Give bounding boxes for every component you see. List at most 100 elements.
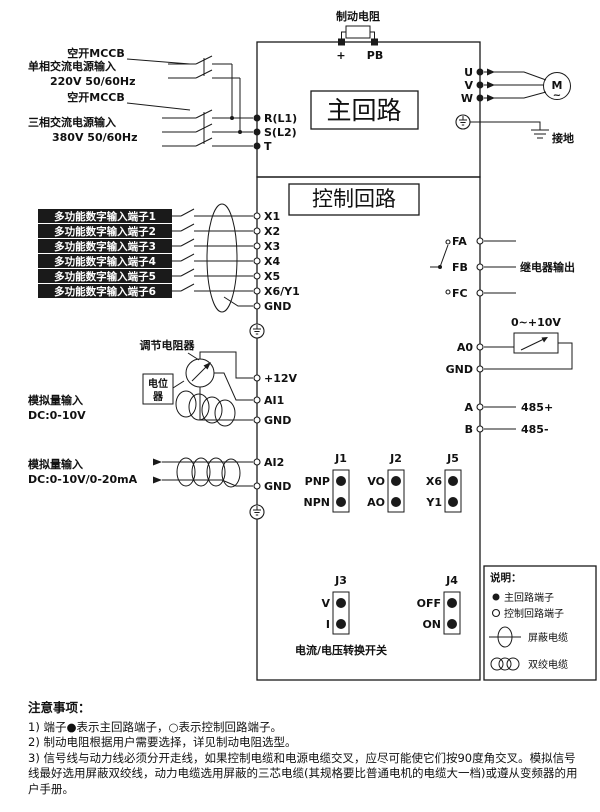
- terminal-fa-label: FA: [452, 235, 467, 248]
- analog-input-2: 模拟量输入 DC:0-10V/0-20mA AI2 GND: [28, 456, 291, 520]
- jumper-pin: [336, 598, 346, 608]
- terminal-x3: [253, 242, 261, 250]
- jumper-pin: [391, 497, 401, 507]
- jumper-j2-pin2-label: AO: [367, 496, 385, 509]
- terminal-plus: [338, 38, 345, 46]
- analog2-spec: DC:0-10V/0-20mA: [28, 473, 138, 486]
- terminal-x3-label: X3: [264, 240, 280, 253]
- jumper-j4-pin2-label: ON: [422, 618, 441, 631]
- jumper-j5: J5 X6 Y1: [425, 452, 462, 513]
- jumper-pin: [448, 497, 458, 507]
- control-circuit-box: 控制回路: [256, 176, 481, 681]
- digital-label-5: 多功能数字输入端子5: [54, 270, 156, 283]
- terminal-x5: [253, 272, 261, 280]
- mccb2-breaker-symbol: [162, 109, 253, 147]
- mccb2-label: 空开MCCB: [67, 90, 124, 104]
- terminal-r-label: R(L1): [264, 112, 297, 125]
- terminal-pb-label: PB: [367, 49, 383, 62]
- terminal-x2: [253, 227, 261, 235]
- analog-input-1: 调节电阻器 电位 器 模拟量输入 DC:0-10V +12V AI1 GND: [28, 338, 298, 427]
- legend-main-terminal: 主回路端子: [504, 591, 554, 604]
- terminal-x2-label: X2: [264, 225, 280, 238]
- control-circuit-title: 控制回路: [312, 187, 396, 211]
- terminal-12v: [253, 374, 261, 382]
- terminal-v: [476, 81, 484, 89]
- jumper-pin: [391, 476, 401, 486]
- terminal-plus-label: +: [336, 49, 345, 62]
- terminal-ai1: [253, 396, 261, 404]
- resistor-symbol: [345, 25, 371, 39]
- terminal-ai2-label: AI2: [264, 456, 284, 469]
- terminal-fc: [476, 289, 484, 297]
- jumper-j3-title: J3: [334, 574, 347, 587]
- jumper-j2-pin1-label: VO: [367, 475, 385, 488]
- switch-label: 电流/电压转换开关: [295, 643, 387, 657]
- notes: 注意事项： 1) 端子●表示主回路端子，○表示控制回路端子。 2) 制动电阻根据…: [28, 700, 580, 797]
- jumper-pin: [336, 619, 346, 629]
- jumper-j2: J2 VO AO: [367, 452, 405, 513]
- jumper-j3-pin1-label: V: [321, 597, 330, 610]
- supply2-spec: 380V 50/60Hz: [52, 131, 138, 144]
- control-terminal-icon: [491, 608, 501, 618]
- twisted-pair-icon: [506, 657, 520, 671]
- arrow-v-icon: [487, 81, 495, 89]
- terminal-w-label: W: [461, 92, 473, 105]
- twisted-pair-icon: [498, 657, 512, 671]
- note-3: 3) 信号线与动力线必须分开走线，如果控制电缆和电源电缆交叉，应尽可能使它们按9…: [28, 750, 578, 796]
- twisted-pair-icon: [206, 457, 226, 487]
- terminal-fa: [476, 237, 484, 245]
- terminal-a0: [476, 343, 484, 351]
- terminal-gnd4-label: GND: [446, 363, 473, 376]
- supply2-name: 三相交流电源输入: [28, 115, 116, 129]
- braking-resistor-label: 制动电阻: [336, 9, 380, 23]
- terminal-x6y1-label: X6/Y1: [264, 285, 300, 298]
- terminal-485a-label: A: [464, 401, 473, 414]
- digital-label-1: 多功能数字输入端子1: [54, 210, 156, 223]
- jumper-j4-title: J4: [445, 574, 458, 587]
- main-circuit-box: 主回路: [256, 41, 481, 178]
- braking-resistor: 制动电阻 + PB: [336, 9, 383, 62]
- notes-title: 注意事项：: [28, 700, 91, 715]
- twisted-pair-icon: [176, 457, 196, 487]
- motor-wave: ~: [553, 90, 561, 101]
- legend-shielded: 屏蔽电缆: [528, 631, 568, 644]
- relay-output-label: 继电器输出: [520, 260, 575, 274]
- relay-output: FA FB FC 继电器输出: [430, 235, 575, 300]
- terminal-12v-label: +12V: [264, 372, 298, 385]
- twisted-pair-icon: [175, 390, 197, 418]
- shielded-cable-icon: [206, 203, 238, 313]
- terminal-gnd3: [253, 482, 261, 490]
- terminal-x4-label: X4: [264, 255, 280, 268]
- terminal-485a: [476, 403, 484, 411]
- jumper-j5-pin2-label: Y1: [425, 496, 442, 509]
- motor-output: U V W M ~: [461, 66, 571, 105]
- supply1-spec: 220V 50/60Hz: [50, 75, 136, 88]
- analog-output-range: 0~+10V: [511, 316, 561, 329]
- main-circuit-title: 主回路: [326, 96, 401, 125]
- analog2-name: 模拟量输入: [28, 457, 83, 471]
- terminal-r: [253, 114, 261, 122]
- shielded-cable-icon: [497, 626, 513, 648]
- terminal-gnd4: [476, 365, 484, 373]
- regulator-label: 调节电阻器: [140, 338, 196, 352]
- arrow-u-icon: [487, 68, 495, 76]
- terminal-u: [476, 68, 484, 76]
- analog-output: 0~+10V A0 GND: [446, 316, 573, 376]
- ground-label: 接地: [552, 131, 574, 145]
- twisted-pair-icon: [490, 657, 504, 671]
- terminal-pb: [371, 38, 378, 46]
- terminal-gnd2: [253, 416, 261, 424]
- terminal-w: [476, 94, 484, 102]
- terminal-x1-label: X1: [264, 210, 280, 223]
- jumper-j1-pin2-label: NPN: [304, 496, 330, 509]
- terminal-ai1-label: AI1: [264, 394, 284, 407]
- motor-icon: [543, 72, 571, 100]
- terminal-ai2: [253, 458, 261, 466]
- terminal-s: [253, 128, 261, 136]
- digital-label-4: 多功能数字输入端子4: [54, 255, 156, 268]
- rs485-minus-label: 485-: [521, 423, 549, 436]
- analog1-name: 模拟量输入: [28, 393, 83, 407]
- terminal-t: [253, 142, 261, 150]
- terminal-gnd1-label: GND: [264, 300, 291, 313]
